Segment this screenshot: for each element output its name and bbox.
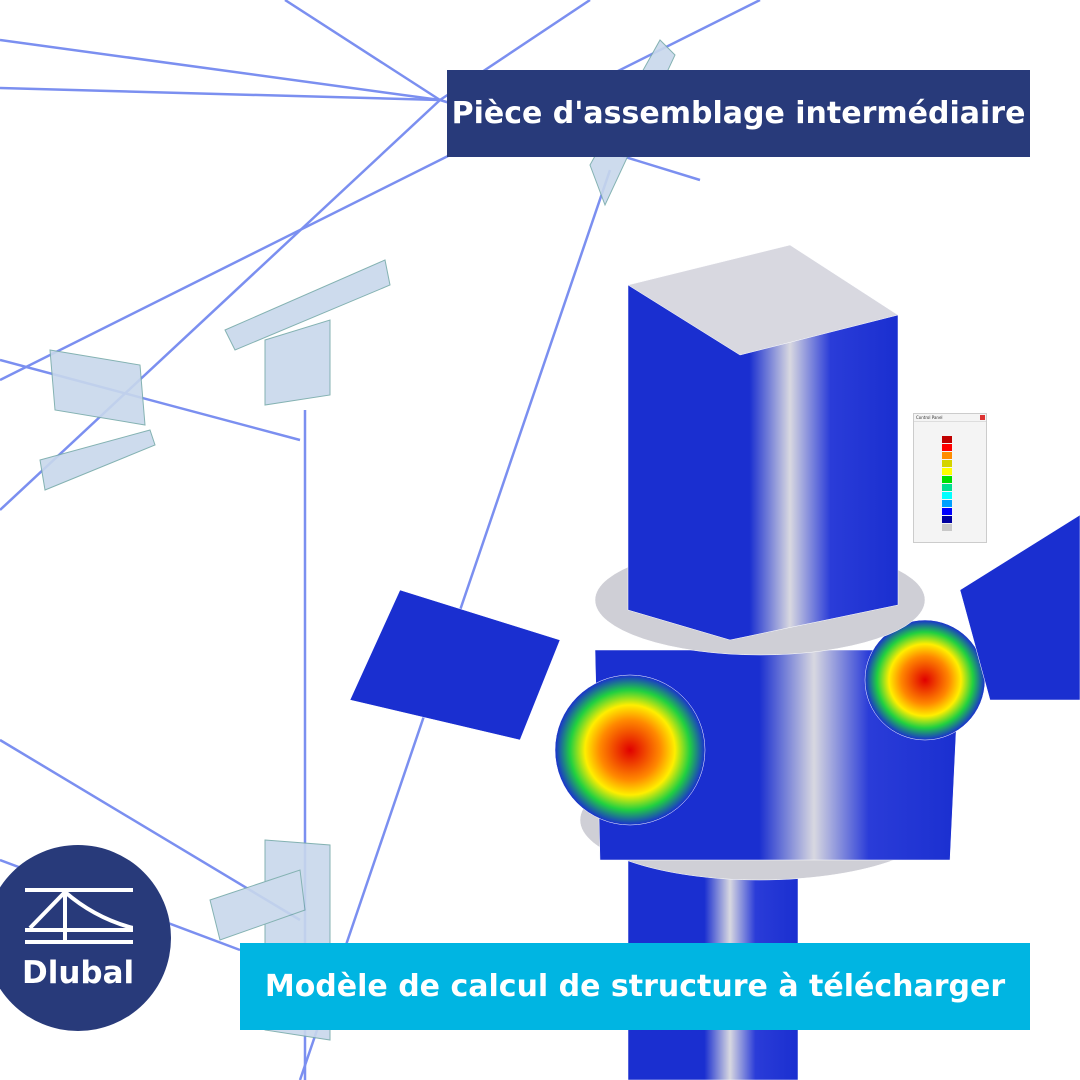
- color-swatch: [942, 468, 952, 475]
- color-swatch: [942, 516, 952, 523]
- dlubal-logo: [0, 845, 171, 1031]
- logo-text: Dlubal: [22, 955, 135, 991]
- color-swatch: [942, 460, 952, 467]
- download-banner[interactable]: Modèle de calcul de structure à téléchar…: [240, 943, 1030, 1030]
- color-swatch: [942, 524, 952, 531]
- color-swatch: [942, 452, 952, 459]
- color-swatch: [942, 500, 952, 507]
- color-swatch: [942, 484, 952, 491]
- control-panel-title: Control Panel: [914, 414, 986, 422]
- close-icon[interactable]: [980, 415, 985, 420]
- color-swatch: [942, 444, 952, 451]
- control-panel-legend: Control Panel: [913, 413, 987, 543]
- color-swatch: [942, 476, 952, 483]
- title-banner: Pièce d'assemblage intermédiaire: [447, 70, 1030, 157]
- color-swatch: [942, 508, 952, 515]
- color-swatch: [942, 492, 952, 499]
- dlubal-bridge-icon: [25, 888, 133, 944]
- color-swatch: [942, 436, 952, 443]
